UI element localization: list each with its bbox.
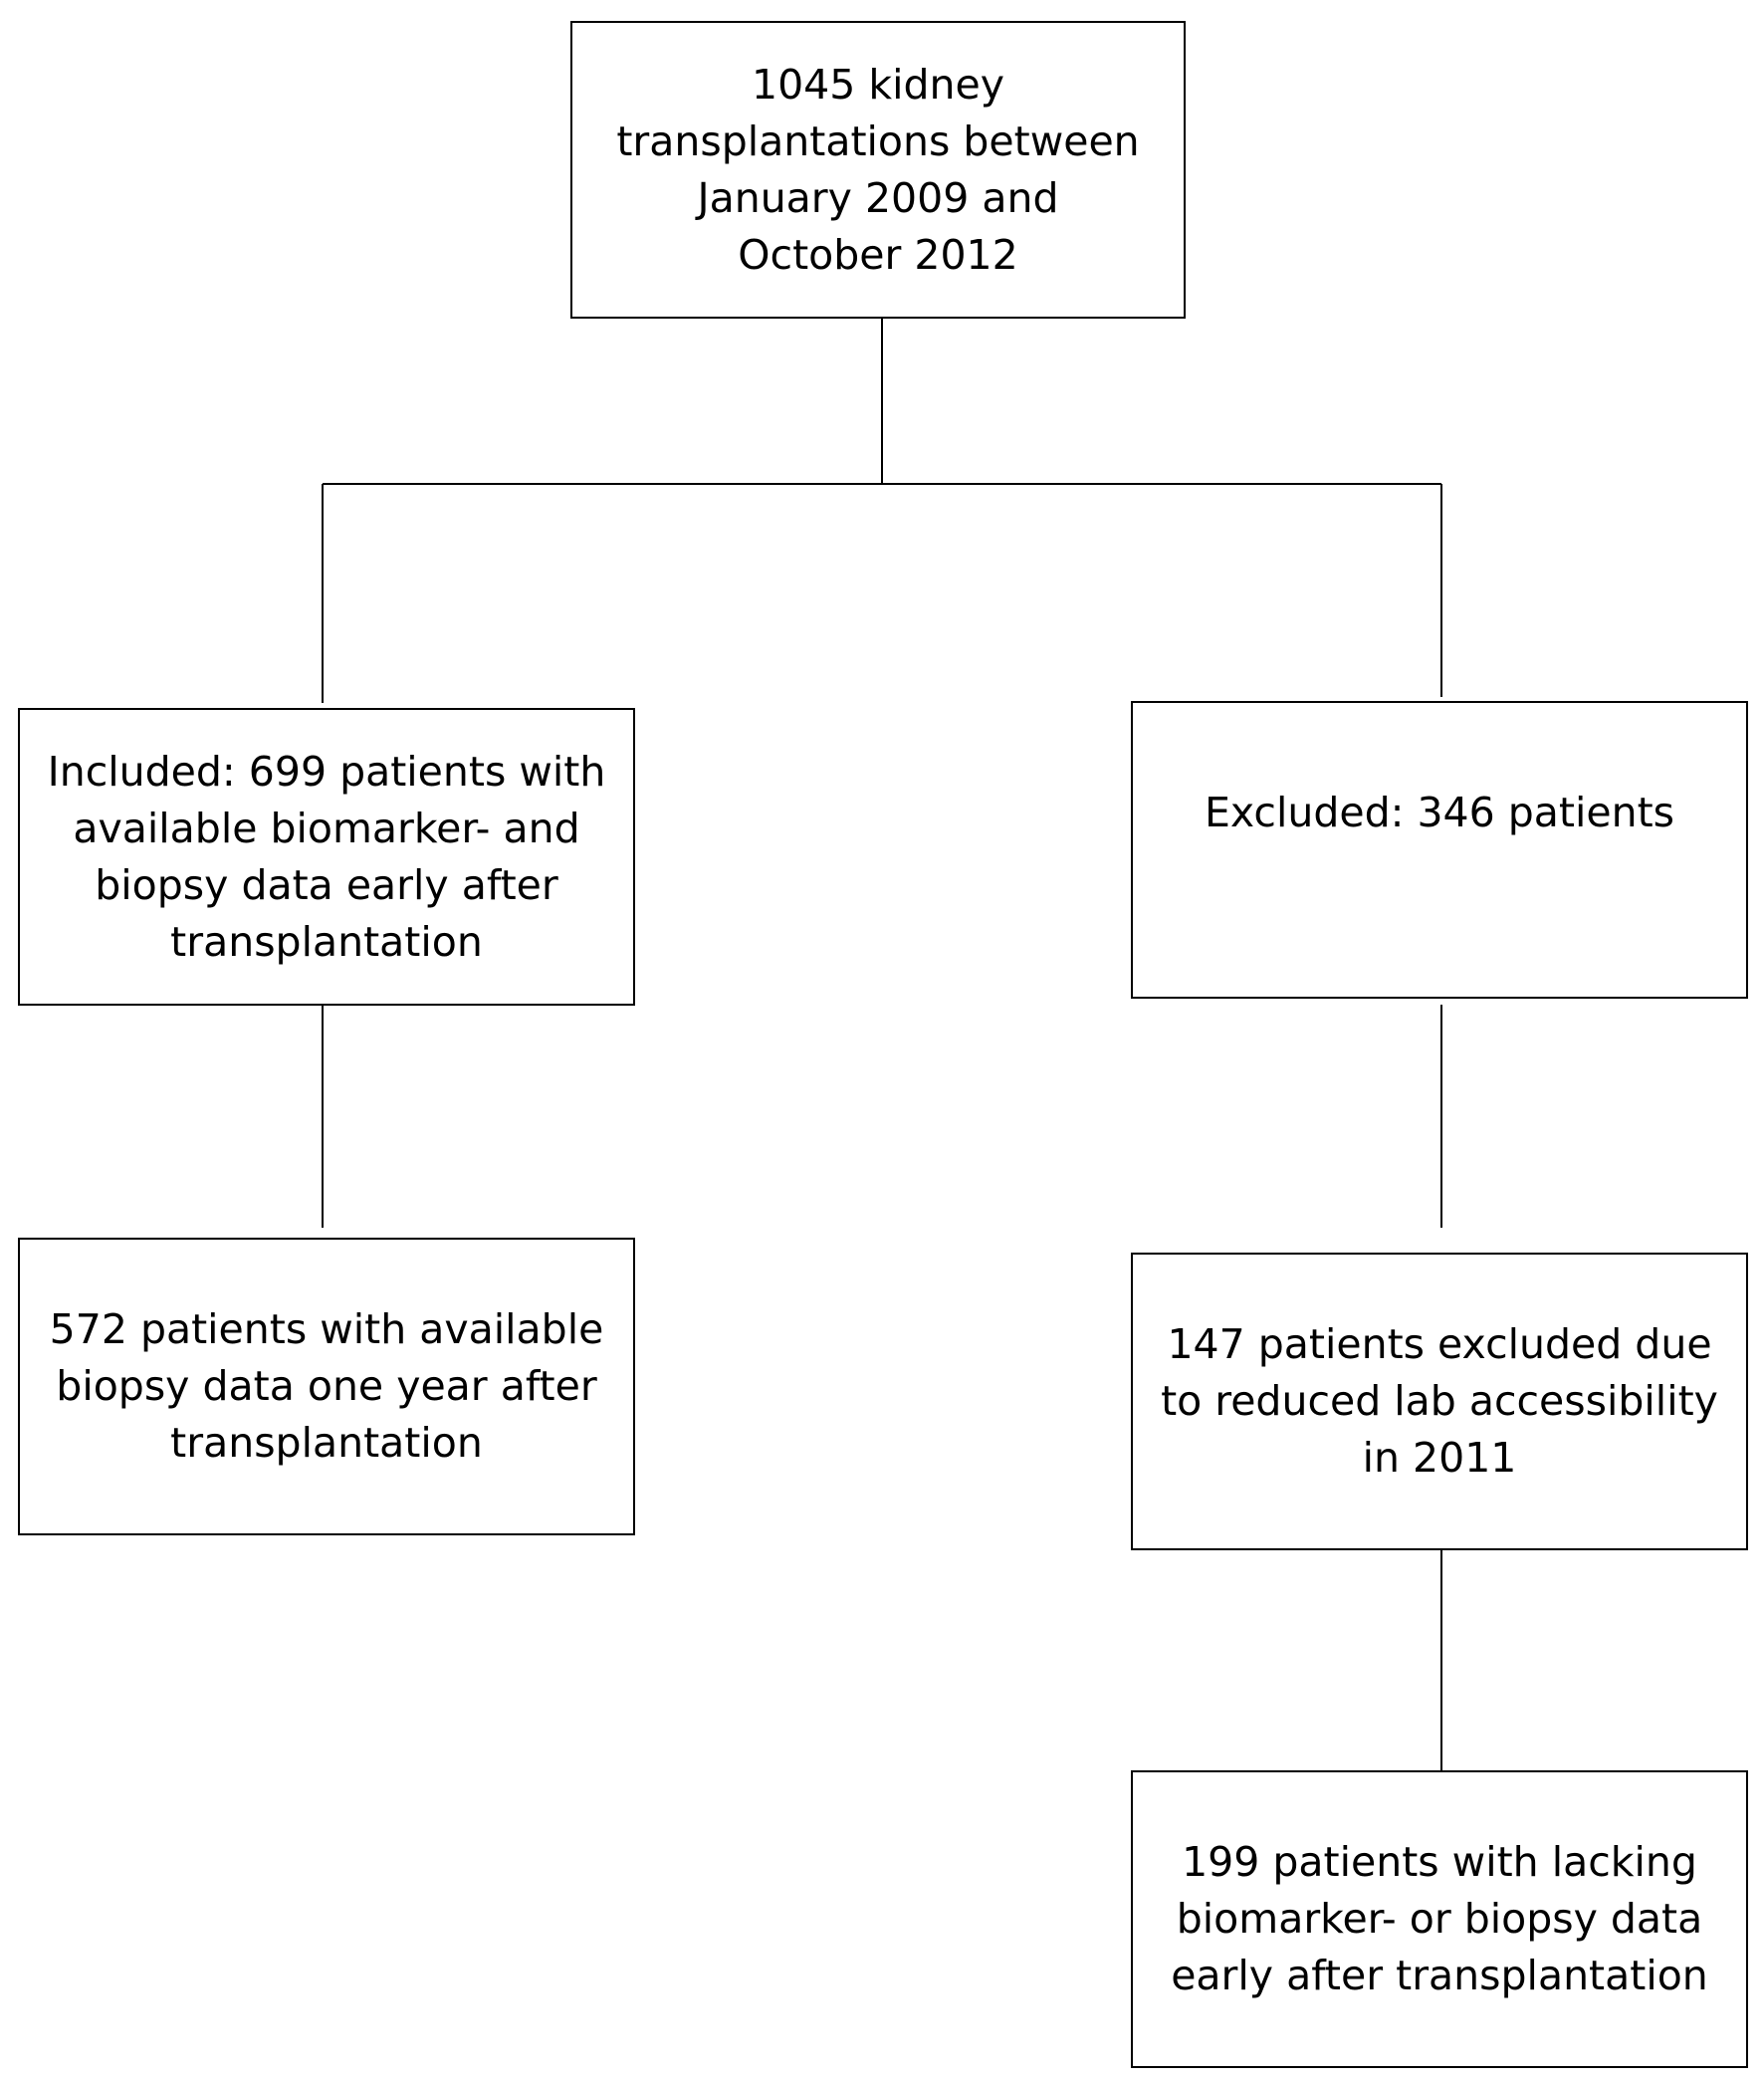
- included-patients-text: Included: 699 patients with available bi…: [47, 747, 606, 966]
- total-transplantations-box: 1045 kidney transplantations between Jan…: [570, 21, 1186, 319]
- lab-accessibility-excluded-box: 147 patients excluded due to reduced lab…: [1131, 1253, 1748, 1550]
- one-year-biopsy-box: 572 patients with available biopsy data …: [18, 1238, 635, 1535]
- lacking-data-text: 199 patients with lacking biomarker- or …: [1171, 1838, 1708, 1999]
- one-year-biopsy-text: 572 patients with available biopsy data …: [49, 1305, 604, 1467]
- total-transplantations-text: 1045 kidney transplantations between Jan…: [616, 60, 1140, 279]
- excluded-patients-box: Excluded: 346 patients: [1131, 701, 1748, 999]
- included-patients-box: Included: 699 patients with available bi…: [18, 708, 635, 1006]
- excluded-patients-text: Excluded: 346 patients: [1204, 789, 1675, 836]
- lab-accessibility-excluded-text: 147 patients excluded due to reduced lab…: [1161, 1320, 1718, 1482]
- lacking-data-box: 199 patients with lacking biomarker- or …: [1131, 1770, 1748, 2068]
